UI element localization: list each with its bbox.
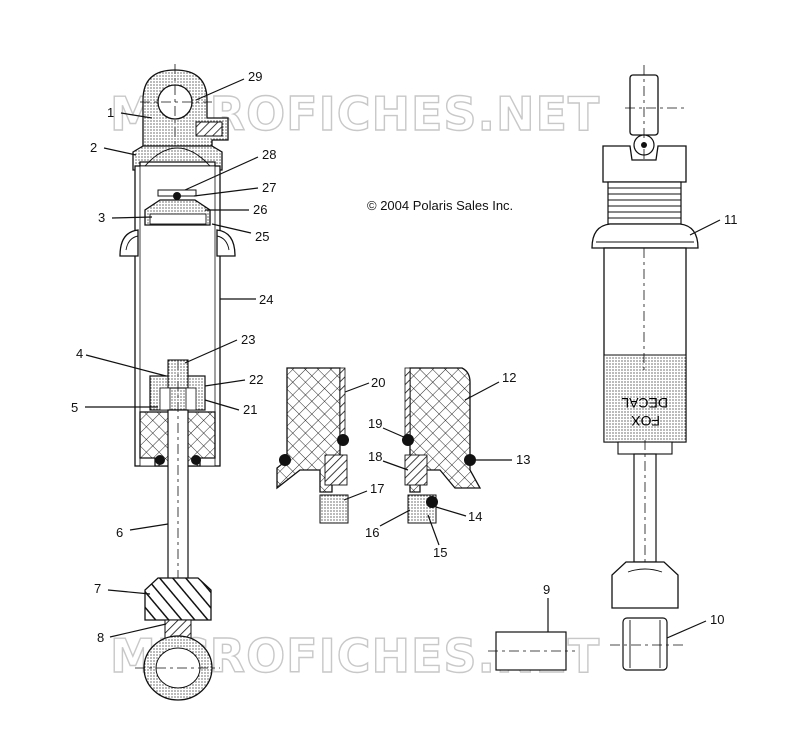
spacer-part	[488, 631, 575, 671]
callout-28: 28	[262, 147, 276, 162]
leader-lines	[85, 78, 721, 639]
callout-12: 12	[502, 370, 516, 385]
callout-29: 29	[248, 69, 262, 84]
top-eyelet	[140, 64, 229, 149]
callout-9: 9	[543, 582, 550, 597]
copyright-text: © 2004 Polaris Sales Inc.	[367, 198, 513, 213]
shock-cutaway	[119, 64, 236, 701]
callout-24: 24	[259, 292, 273, 307]
callout-6: 6	[116, 525, 123, 540]
shaft	[167, 409, 189, 587]
callout-14: 14	[468, 509, 482, 524]
callout-15: 15	[433, 545, 447, 560]
callout-18: 18	[368, 449, 382, 464]
bearing-detail	[276, 367, 482, 524]
callout-11: 11	[724, 212, 738, 227]
callout-7: 7	[94, 581, 101, 596]
decal-text-1: DECAL	[621, 395, 668, 411]
callout-3: 3	[98, 210, 105, 225]
decal-text-2: FOX	[631, 413, 660, 429]
callout-labels: 29 1 2 28 27 3 26 25 24 23 4 22 5 21 6 7…	[71, 69, 738, 645]
callout-16: 16	[365, 525, 379, 540]
callout-1: 1	[107, 105, 114, 120]
callout-21: 21	[243, 402, 257, 417]
callout-22: 22	[249, 372, 263, 387]
callout-17: 17	[370, 481, 384, 496]
callout-10: 10	[710, 612, 724, 627]
callout-27: 27	[262, 180, 276, 195]
callout-19: 19	[368, 416, 382, 431]
callout-2: 2	[90, 140, 97, 155]
callout-13: 13	[516, 452, 530, 467]
callout-20: 20	[371, 375, 385, 390]
callout-4: 4	[76, 346, 83, 361]
callout-23: 23	[241, 332, 255, 347]
callout-5: 5	[71, 400, 78, 415]
shock-exterior: DECAL FOX	[591, 65, 699, 671]
callout-25: 25	[255, 229, 269, 244]
callout-8: 8	[97, 630, 104, 645]
callout-26: 26	[253, 202, 267, 217]
